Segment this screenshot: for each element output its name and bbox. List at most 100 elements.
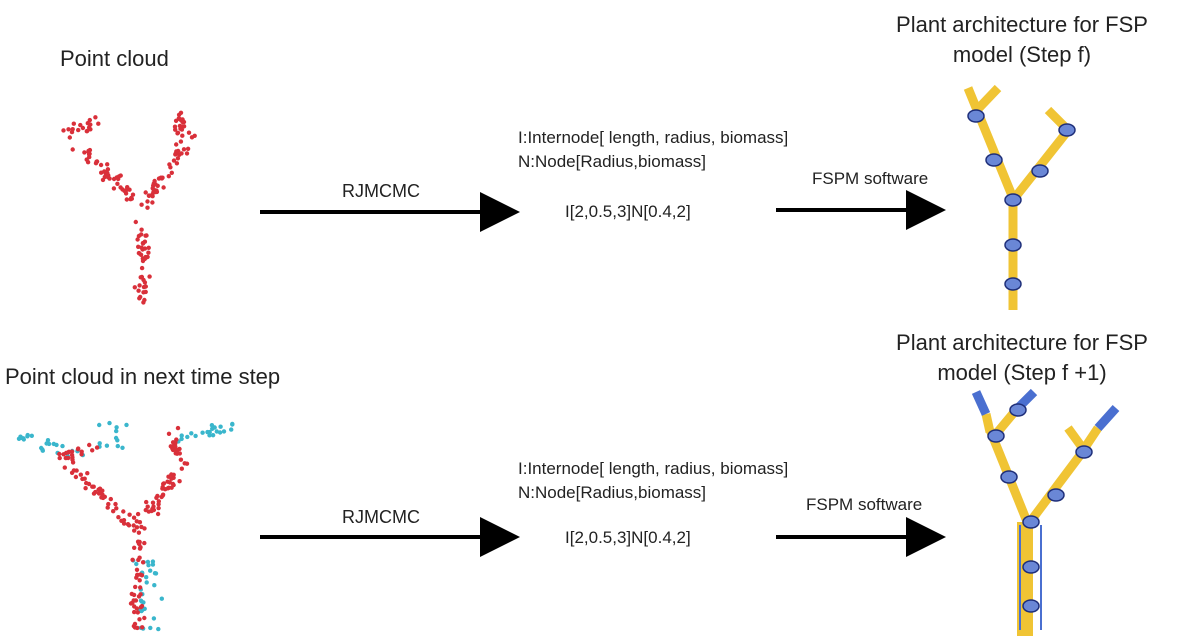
cloud-point — [57, 451, 62, 457]
node — [1009, 403, 1027, 417]
cloud-point — [100, 488, 105, 493]
cloud-point — [93, 115, 98, 120]
cloud-point — [161, 481, 167, 486]
cloud-point — [106, 501, 111, 507]
cloud-point — [125, 185, 130, 190]
cloud-point — [90, 448, 95, 453]
cloud-point — [189, 431, 194, 436]
cloud-point — [131, 523, 136, 528]
cloud-point — [150, 500, 156, 505]
cloud-point — [143, 190, 148, 195]
cloud-point — [185, 434, 190, 440]
architecture-title-line1: Plant architecture for FSP — [896, 330, 1148, 355]
cloud-point — [67, 135, 73, 140]
cloud-point — [90, 484, 95, 489]
cloud-point — [151, 190, 156, 195]
cloud-point — [144, 233, 149, 238]
cloud-point — [145, 199, 150, 204]
cloud-point — [114, 175, 120, 180]
cloud-point — [179, 151, 184, 156]
cloud-point — [150, 200, 155, 205]
cloud-point — [160, 493, 165, 498]
cloud-point — [45, 438, 51, 443]
node — [1022, 515, 1040, 529]
cloud-point — [150, 559, 156, 564]
cloud-point — [141, 284, 147, 290]
cloud-point — [100, 177, 106, 183]
cloud-point — [87, 117, 93, 123]
encoding-line2-bottom: N:Node[Radius,biomass] — [518, 483, 707, 502]
cloud-point — [151, 616, 157, 621]
cloud-point — [218, 424, 223, 429]
cloud-point — [146, 193, 152, 198]
architecture-title-line2: model (Step f) — [952, 42, 1092, 67]
cloud-point — [134, 567, 140, 572]
cloud-point — [153, 182, 158, 187]
cloud-point — [108, 496, 114, 502]
cloud-point — [96, 491, 102, 496]
cloud-point — [221, 429, 227, 434]
cloud-point — [25, 432, 30, 438]
cloud-point — [115, 443, 121, 449]
cloud-point — [21, 437, 26, 442]
cloud-point — [229, 427, 234, 432]
cloud-point — [181, 147, 187, 152]
cloud-point — [134, 561, 139, 567]
cloud-point — [177, 479, 182, 484]
cloud-point — [120, 445, 125, 450]
cloud-point — [134, 575, 139, 580]
point-cloud-title: Point cloud — [60, 46, 169, 71]
cloud-point — [165, 486, 171, 491]
cloud-point — [140, 560, 146, 565]
cloud-point — [161, 185, 166, 190]
cloud-point — [142, 280, 148, 285]
cloud-point — [169, 472, 174, 477]
cloud-point — [181, 124, 187, 129]
cloud-point — [73, 474, 79, 480]
cloud-point — [205, 429, 210, 435]
encoding-line1-bottom: I:Internode[ length, radius, biomass] — [518, 459, 789, 478]
cloud-point — [140, 241, 146, 246]
cloud-point — [207, 433, 212, 438]
cloud-point — [139, 573, 145, 578]
cloud-point — [69, 129, 75, 135]
cloud-point — [139, 202, 144, 207]
cloud-point — [137, 541, 142, 547]
cloud-point — [133, 584, 138, 590]
cloud-point — [214, 429, 219, 434]
cloud-point — [39, 445, 44, 451]
cloud-point — [134, 525, 140, 530]
cloud-point — [132, 604, 137, 609]
cloud-point — [107, 420, 112, 426]
cloud-point — [177, 123, 183, 129]
cloud-point — [113, 501, 118, 507]
right-new-tip — [1094, 404, 1120, 432]
cloud-point — [113, 435, 119, 441]
cloud-point — [66, 449, 72, 454]
cloud-point — [105, 162, 110, 167]
cloud-point — [124, 197, 129, 202]
cloud-point — [155, 511, 161, 517]
cloud-point — [116, 515, 121, 520]
cloud-point — [172, 124, 178, 129]
cloud-point — [168, 444, 173, 449]
cloud-point — [173, 152, 178, 157]
cloud-point — [174, 449, 179, 454]
cloud-point — [63, 455, 68, 461]
cloud-point — [230, 421, 235, 427]
rjmcmc-label-bottom: RJMCMC — [342, 507, 420, 527]
cloud-point — [156, 505, 161, 511]
cloud-point — [169, 170, 174, 175]
cloud-point — [210, 426, 215, 431]
cloud-point — [121, 509, 126, 514]
cloud-point — [146, 245, 151, 250]
cloud-point — [147, 274, 152, 279]
cloud-point — [136, 244, 141, 249]
cloud-point — [145, 254, 150, 260]
cloud-point — [156, 626, 161, 632]
cloud-point — [80, 476, 85, 482]
cloud-point — [57, 455, 62, 461]
cloud-point — [170, 440, 176, 445]
node — [1058, 123, 1076, 137]
